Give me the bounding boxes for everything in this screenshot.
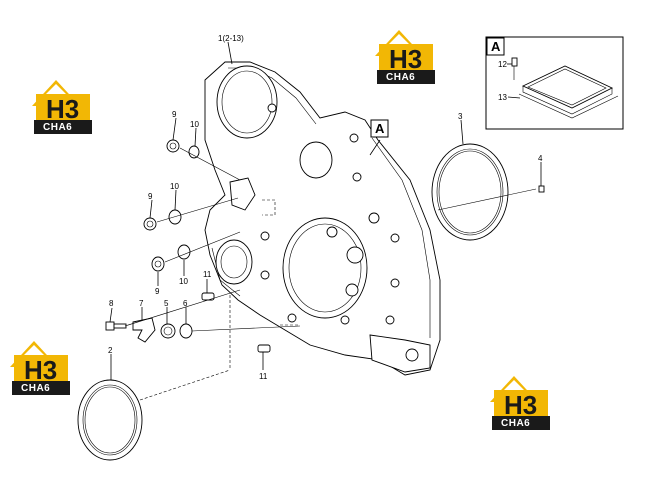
callout-7: 7: [139, 299, 144, 308]
callout-9-mid: 9: [148, 192, 153, 201]
seal-ring-3: [431, 143, 509, 241]
o-ring-10-mid: [168, 209, 182, 225]
o-ring-10-low: [177, 244, 191, 260]
callout-10-low: 10: [179, 277, 188, 286]
svg-text:CHA6: CHA6: [43, 122, 72, 133]
callout-9-low: 9: [155, 287, 160, 296]
o-ring-10-top: [188, 145, 200, 159]
callout-10-top: 10: [190, 120, 199, 129]
watermark-logo-4: H3 CHA6: [490, 376, 550, 430]
svg-text:CHA6: CHA6: [501, 418, 530, 429]
callout-9-top: 9: [172, 110, 177, 119]
seal-ring-2: [77, 379, 143, 461]
svg-text:A: A: [491, 39, 501, 54]
inset-detail-a: A: [485, 36, 624, 130]
sleeve-5: [160, 323, 176, 339]
callout-8: 8: [109, 299, 114, 308]
dowel-pin-11-bottom: [257, 344, 271, 353]
leader-lines: [109, 41, 542, 401]
watermark-logo-2: H3 CHA6: [32, 80, 92, 134]
view-marker-a: A: [370, 119, 389, 138]
bolt-8: [105, 321, 127, 331]
callout-3: 3: [458, 112, 463, 121]
svg-text:CHA6: CHA6: [21, 383, 50, 394]
callout-12: 12: [498, 60, 507, 69]
callout-2: 2: [108, 346, 113, 355]
svg-text:CHA6: CHA6: [386, 72, 415, 83]
watermark-logo-3: H3 CHA6: [10, 341, 70, 395]
o-ring-6: [179, 323, 193, 339]
watermark-logo-1: H3 CHA6: [375, 30, 435, 84]
flywheel-housing: [204, 61, 441, 376]
callout-11-bottom: 11: [259, 372, 268, 381]
callout-11-top: 11: [203, 270, 212, 279]
callout-13: 13: [498, 93, 507, 102]
svg-text:H3: H3: [389, 44, 422, 74]
callout-6: 6: [183, 299, 188, 308]
plug-9-top: [166, 139, 180, 153]
bracket-7: [132, 317, 156, 343]
svg-text:H3: H3: [46, 94, 79, 124]
callout-labels: 1(2-13) 9 10 9 10 9 10 11 8 7 5 6 2 3 4 …: [108, 34, 543, 381]
plug-9-low: [151, 256, 165, 272]
callout-5: 5: [164, 299, 169, 308]
callout-1: 1(2-13): [218, 34, 244, 43]
screw-4: [538, 185, 545, 193]
svg-text:A: A: [375, 121, 385, 136]
callout-4: 4: [538, 154, 543, 163]
plug-9-mid: [143, 217, 157, 231]
svg-text:H3: H3: [24, 355, 57, 385]
svg-text:H3: H3: [504, 390, 537, 420]
callout-10-mid: 10: [170, 182, 179, 191]
